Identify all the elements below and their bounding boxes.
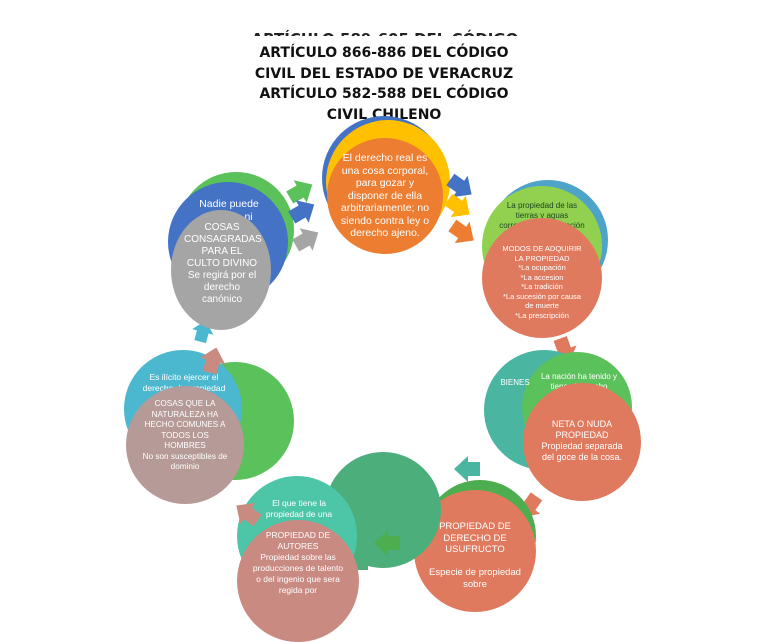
title-back-cover: [230, 36, 540, 50]
title-line-3: ARTÍCULO 582-588 DEL CÓDIGO: [259, 86, 509, 102]
title-line-4: CIVIL CHILENO: [326, 106, 442, 123]
arrow-top-right-1: [446, 173, 472, 198]
arrow-upper-left-1: [286, 180, 313, 204]
right-text: NETA O NUDA PROPIEDAD Propiedad separada…: [541, 419, 623, 462]
arrow-bottom-center: [374, 530, 400, 556]
top-circle: [327, 138, 443, 254]
arrow-upper-left-2: [288, 200, 315, 224]
upper-right-text: MODOS DE ADQUIRIR LA PROPIEDAD *La ocupa…: [502, 244, 582, 320]
arrow-top-right-2: [444, 193, 470, 218]
arrow-left-up: [200, 347, 226, 375]
lower-left-text: PROPIEDAD DE AUTORES Propiedad sobre las…: [252, 530, 344, 595]
left-circle: [126, 386, 244, 504]
upper-left-circle: [171, 210, 271, 330]
arrow-bottom-right: [454, 456, 480, 482]
upper-right-circle: [482, 218, 602, 338]
upper-left-text: COSAS CONSAGRADAS PARA EL CULTO DIVINO S…: [184, 222, 262, 305]
title-line-1: ARTÍCULO 866-886 DEL CÓDIGO: [259, 45, 509, 61]
arrow-top-right-3: [448, 219, 474, 244]
arrow-lower-left-up: [236, 502, 262, 527]
right-circle: [523, 383, 641, 501]
page-title: ARTÍCULO 866-886 DEL CÓDIGO CIVIL DEL ES…: [233, 43, 535, 125]
lower-right-text: PROPIEDAD DE DERECHO DE USUFRUCTO Especi…: [429, 521, 521, 590]
title-line-2: CIVIL DEL ESTADO DE VERACRUZ: [254, 65, 514, 82]
arrow-upper-left-3: [292, 228, 319, 252]
left-text: COSAS QUE LA NATURALEZA HA HECHO COMUNES…: [142, 399, 228, 471]
right-back-teal-text: BIENES: [500, 378, 530, 387]
top-circle-text: El derecho real es una cosa corporal, pa…: [340, 152, 430, 239]
